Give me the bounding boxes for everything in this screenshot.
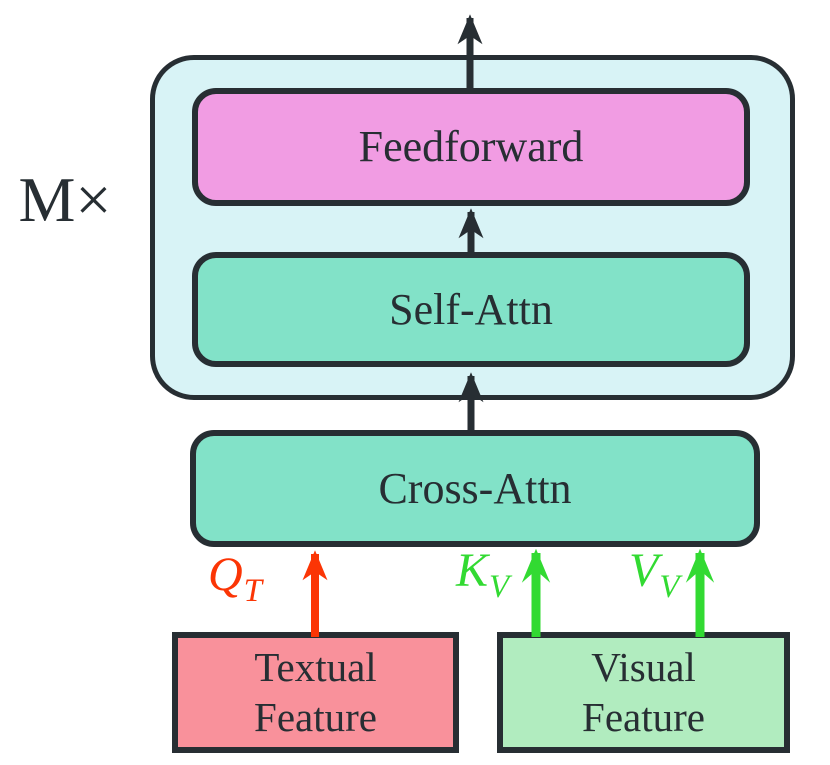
textual-feature-block: Textual Feature xyxy=(172,632,459,753)
cross-attn-block: Cross-Attn xyxy=(190,430,760,547)
visual-feature-label-line1: Visual xyxy=(591,644,696,691)
query-textual-label: QT xyxy=(208,551,262,608)
repeat-count-label: M× xyxy=(18,164,112,235)
visual-feature-block: Visual Feature xyxy=(497,632,790,753)
self-attn-block: Self-Attn xyxy=(192,252,750,367)
key-visual-label: KV xyxy=(456,547,509,604)
feedforward-block: Feedforward xyxy=(192,88,750,206)
value-visual-label: VV xyxy=(629,547,680,604)
value-visual-base: V xyxy=(629,544,659,597)
query-textual-base: Q xyxy=(208,548,243,601)
feedforward-label: Feedforward xyxy=(358,122,584,171)
visual-feature-label-line2: Feature xyxy=(582,693,705,740)
textual-feature-label-line1: Textual xyxy=(254,644,377,691)
key-visual-base: K xyxy=(456,544,489,597)
query-textual-subscript: T xyxy=(243,573,263,609)
cross-attn-label: Cross-Attn xyxy=(378,463,572,513)
textual-feature-label-line2: Feature xyxy=(254,693,377,740)
value-visual-subscript: V xyxy=(659,569,680,605)
key-visual-subscript: V xyxy=(489,569,510,605)
self-attn-label: Self-Attn xyxy=(389,284,553,334)
